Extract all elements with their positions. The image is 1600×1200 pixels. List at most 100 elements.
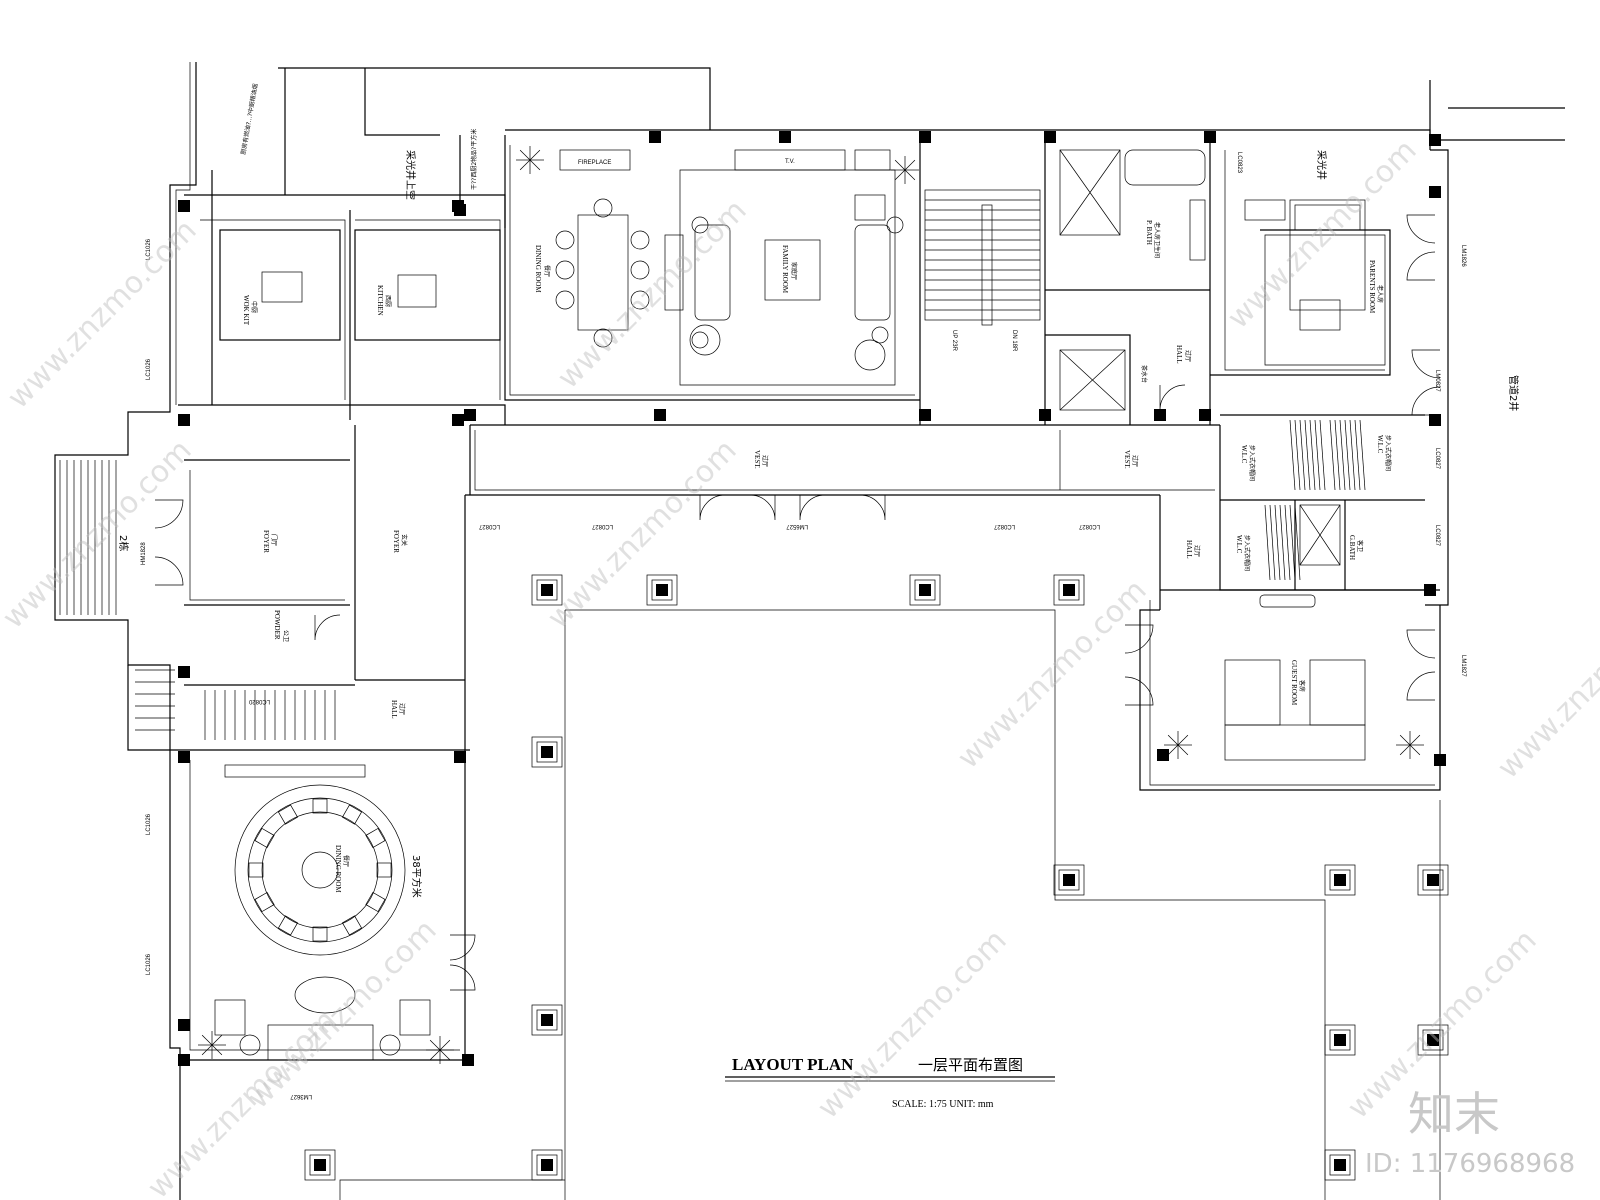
- kitchen-islands: [219, 229, 501, 341]
- round-table-chair: [341, 915, 363, 936]
- label-fireplace: FIREPLACE: [578, 160, 611, 166]
- closet-hanger: [1274, 504, 1281, 581]
- note-light-well-1: 采光井上空: [404, 150, 417, 200]
- dining-chair: [630, 290, 650, 310]
- label-area-38: 38平方米: [410, 855, 423, 898]
- column-pad-inner: [536, 741, 558, 763]
- column: [452, 414, 464, 426]
- label-vest-1: VEST.: [753, 450, 761, 469]
- plant-leaf: [429, 1049, 441, 1061]
- label-p-bath: P. BATH: [1145, 220, 1153, 245]
- closet-hanger: [1329, 419, 1336, 491]
- column-pad-core: [541, 746, 553, 758]
- label-wlc-1: W.L.C: [1240, 445, 1248, 464]
- label-family-room: FAMILY ROOM: [781, 245, 789, 294]
- note-pipe-well: 管道2井: [1507, 375, 1520, 411]
- label-dining-room-cn: 餐厅: [543, 265, 551, 277]
- code-lc0823: LC0823: [1236, 152, 1242, 174]
- column-pad-inner: [1422, 1029, 1444, 1051]
- closet-hanger: [1349, 419, 1356, 491]
- dining-chair: [593, 328, 613, 348]
- label-parents-room: PARENTS ROOM: [1368, 260, 1376, 314]
- column-pad-outer: [909, 574, 941, 606]
- label-hall-3-cn: 过厅: [1193, 545, 1201, 557]
- plant-leaf: [1177, 734, 1189, 746]
- label-tv: T.V.: [785, 159, 795, 165]
- dining-chair: [555, 290, 575, 310]
- label-foyer-2: FOYER: [392, 530, 400, 553]
- column-pad-core: [1334, 1034, 1346, 1046]
- column-pad-outer: [531, 736, 563, 768]
- closet-hanger: [1284, 504, 1291, 581]
- column: [1044, 131, 1056, 143]
- code-lc0827-f: LC0827: [1434, 525, 1440, 547]
- closet-hanger: [1319, 419, 1326, 491]
- plant-leaf: [439, 1039, 451, 1051]
- plant-leaf: [1399, 744, 1411, 756]
- code-lc0827-b: LC0827: [591, 523, 613, 529]
- note-area: 干??西厨2物品?平方米: [470, 129, 478, 190]
- column-pad-inner: [309, 1154, 331, 1176]
- plant-icon: [198, 1031, 226, 1059]
- round-dining: [214, 764, 431, 1061]
- label-kitchen: KITCHEN: [376, 285, 384, 316]
- label-wok-kit-cn: 中厨: [250, 301, 258, 313]
- column-pad-core: [656, 584, 668, 596]
- column-pad-outer: [1053, 864, 1085, 896]
- plan-title: LAYOUT PLAN: [732, 1055, 854, 1074]
- closet-hanger: [1309, 419, 1316, 491]
- column: [779, 131, 791, 143]
- code-lm1827: LM1827: [1460, 655, 1466, 677]
- column-pad-outer: [1324, 1024, 1356, 1056]
- round-table-chair: [254, 827, 275, 849]
- column-pad-inner: [1329, 869, 1351, 891]
- column: [1429, 186, 1441, 198]
- column-pad-inner: [536, 1009, 558, 1031]
- plant-leaf: [519, 159, 531, 171]
- note-kitchen: 厨房有燃油?...?中厨精油烟: [239, 83, 259, 155]
- code-lc0827-e: LC0827: [1434, 448, 1440, 470]
- label-kitchen-cn: 西厨: [384, 295, 391, 307]
- column: [1429, 134, 1441, 146]
- column-pad-core: [1334, 874, 1346, 886]
- label-dn: DN 18R: [1011, 330, 1017, 352]
- column: [1429, 414, 1441, 426]
- label-tea: 茶水台: [1140, 365, 1148, 383]
- plant-icon: [1164, 731, 1192, 759]
- column: [1204, 131, 1216, 143]
- plant-leaf: [904, 169, 916, 181]
- column: [178, 200, 190, 212]
- watermark-1: www.znzmo.com: [1, 213, 204, 416]
- column-pad-outer: [1053, 574, 1085, 606]
- column: [178, 1019, 190, 1031]
- guest-beds: [1224, 594, 1366, 761]
- watermark-id: ID: 1176968968: [1365, 1149, 1575, 1179]
- label-hall-cn: 过厅: [1184, 350, 1192, 362]
- parents-bed: [1244, 199, 1366, 331]
- plant-leaf: [529, 149, 541, 161]
- column-pad-inner: [1329, 1029, 1351, 1051]
- column-pad-inner: [536, 579, 558, 601]
- column-pad-core: [541, 584, 553, 596]
- dining-chair: [630, 260, 650, 280]
- closet-hanger: [1334, 419, 1341, 491]
- column: [1424, 584, 1436, 596]
- code-lc1026-b: LC1026: [146, 358, 152, 380]
- plant-leaf: [201, 1044, 213, 1056]
- round-table-chair: [376, 862, 392, 878]
- plant-leaf: [1167, 744, 1179, 756]
- plan-scale: SCALE: 1:75 UNIT: mm: [892, 1099, 994, 1110]
- round-table-chair: [365, 891, 386, 913]
- column-pad-core: [1063, 584, 1075, 596]
- column-pad-inner: [1422, 869, 1444, 891]
- round-table-chair: [312, 798, 328, 814]
- code-lc1026-a: LC1026: [146, 238, 152, 260]
- plant-leaf: [519, 149, 531, 161]
- plant-leaf: [201, 1034, 213, 1046]
- dining-chair: [593, 198, 613, 218]
- plant-leaf: [1167, 734, 1179, 746]
- plant-leaf: [429, 1039, 441, 1051]
- label-vest-1-cn: 过厅: [761, 455, 769, 467]
- plant-leaf: [529, 159, 541, 171]
